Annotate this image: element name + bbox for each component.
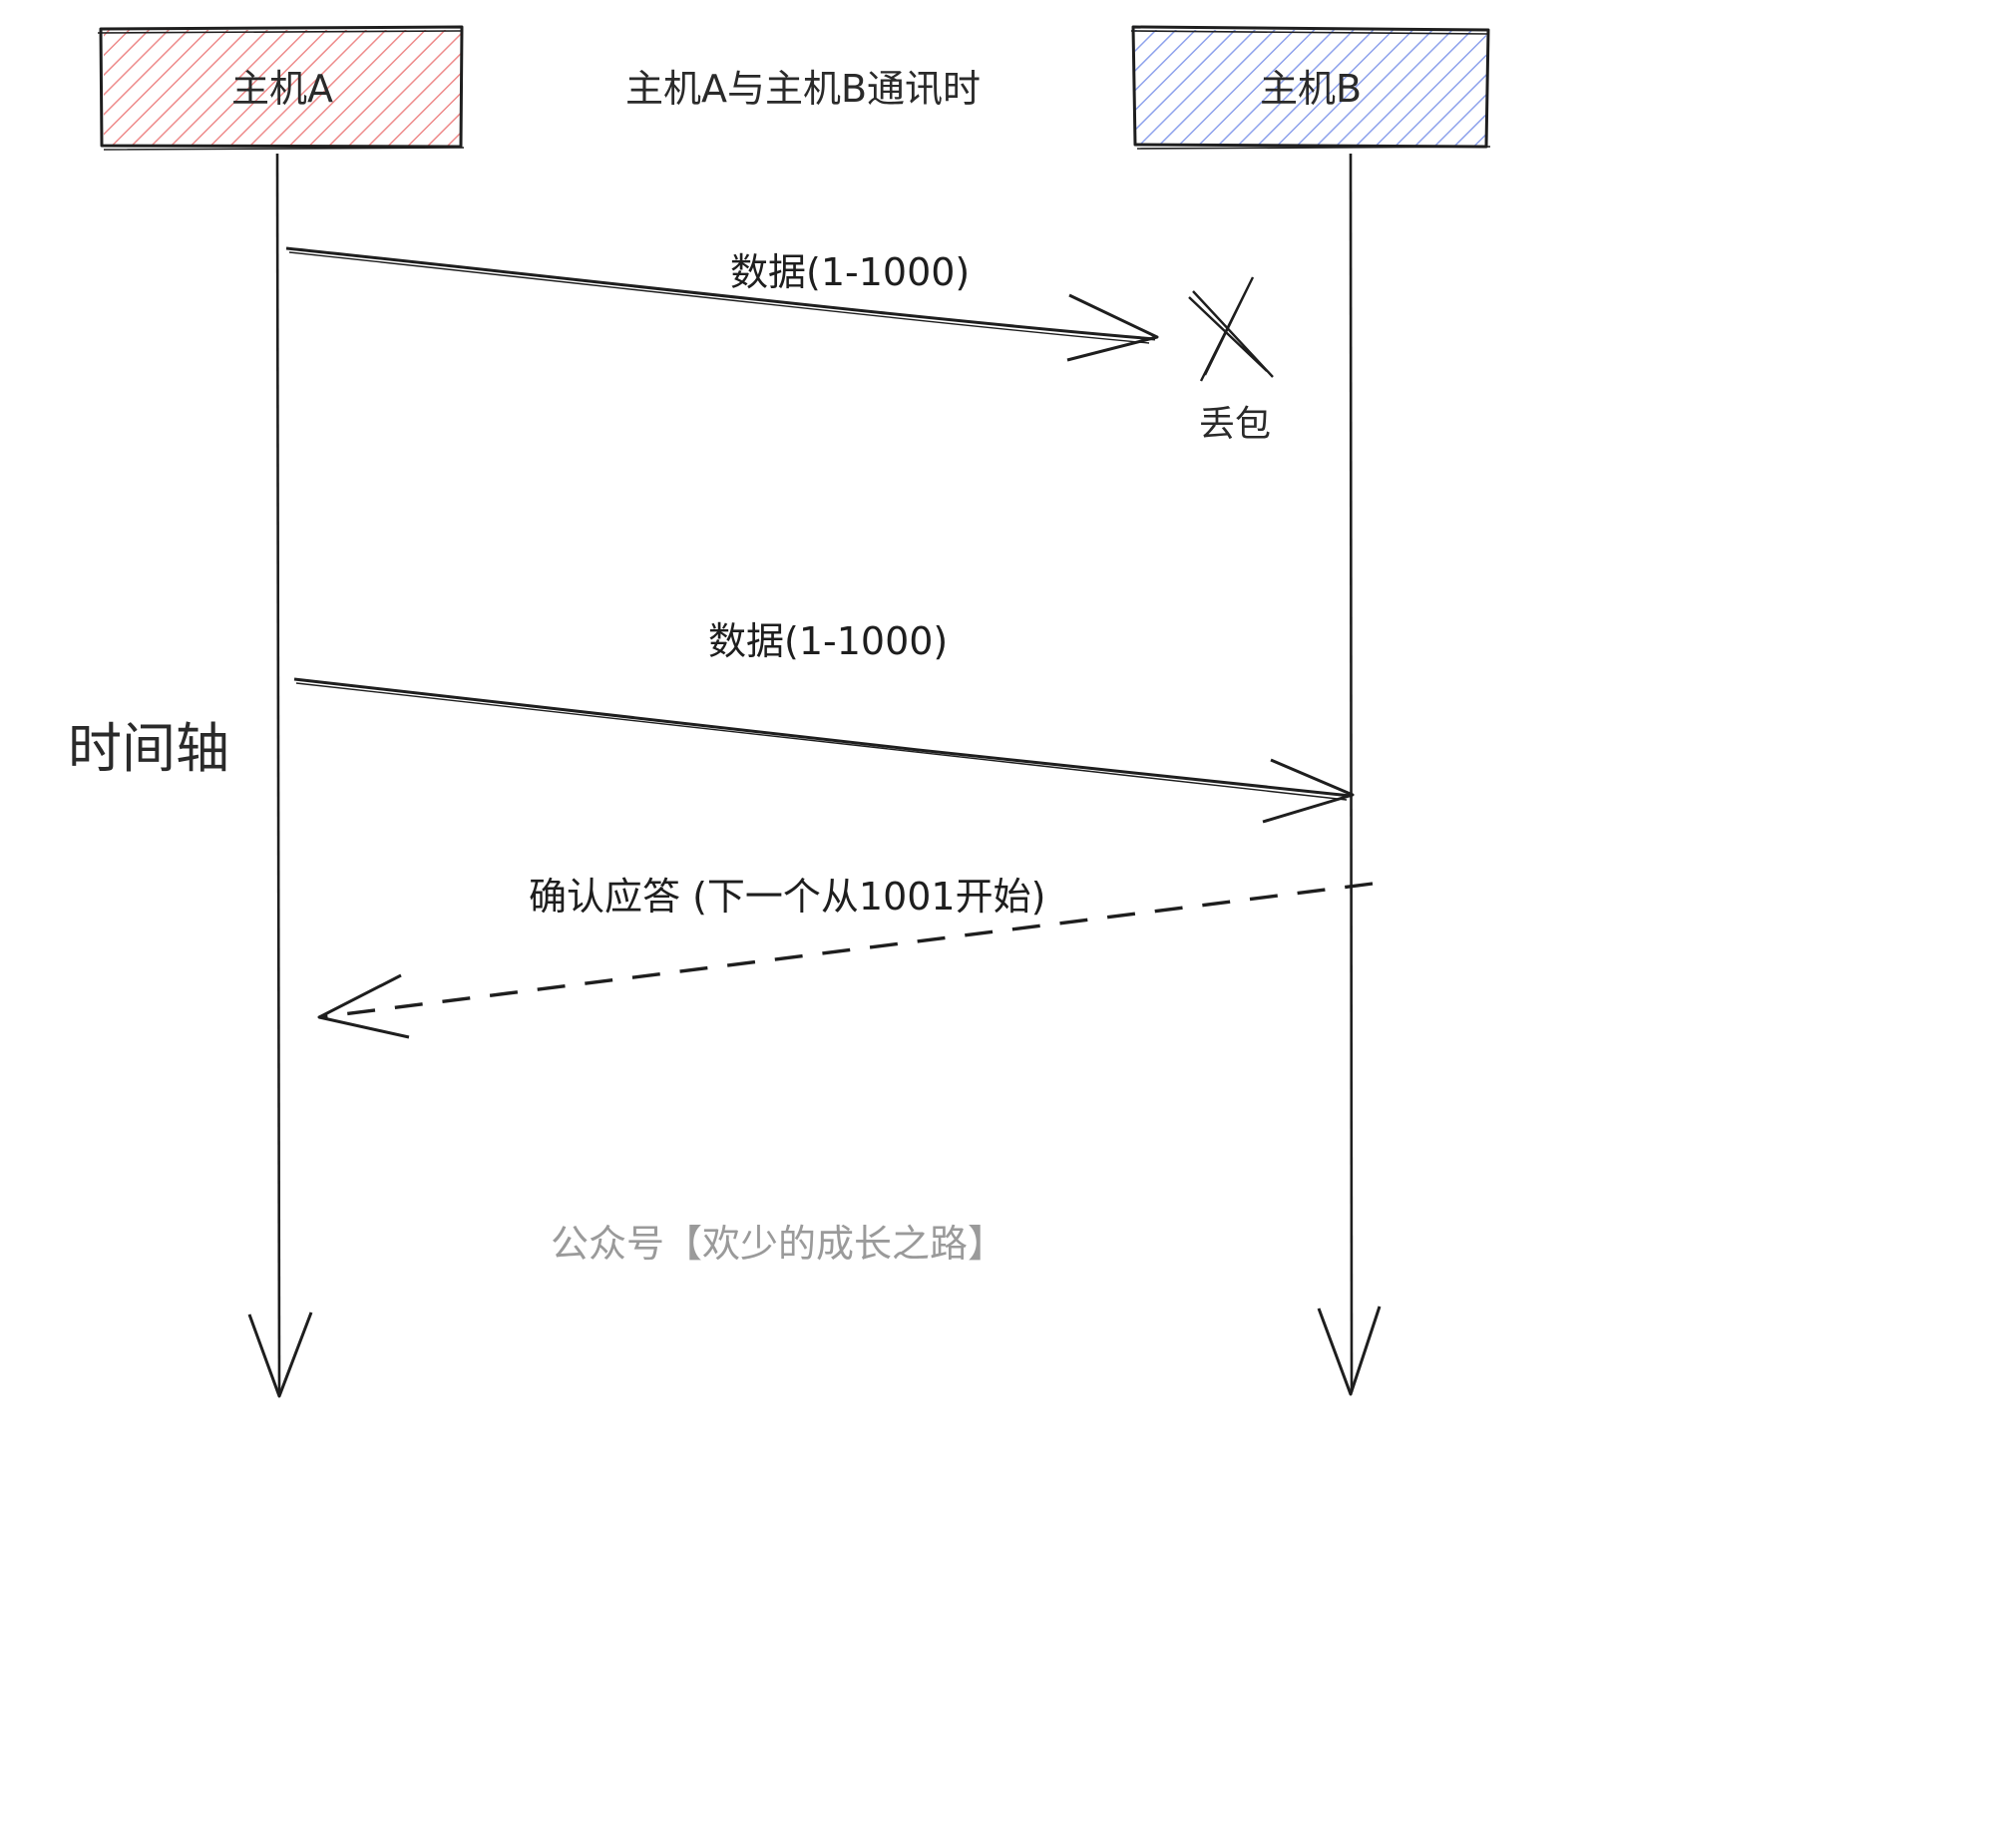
ack-arrow [317,882,1374,1039]
host-b-label: 主机B [1259,67,1363,111]
diagram-title: 主机A与主机B通讯时 [624,67,982,111]
host-a-box [97,25,465,151]
message-2-arrow [293,677,1355,824]
packet-loss-label: 丢包 [1199,404,1272,445]
message-1-arrow [285,246,1159,362]
ack-label: 确认应答 (下一个从1001开始) [525,878,1050,916]
host-b-box [1130,25,1491,150]
watermark-text: 公众号【欢少的成长之路】 [551,1222,1006,1266]
message-1-label: 数据(1-1000) [730,250,971,294]
lifeline-b [1317,153,1382,1396]
message-2-label: 数据(1-1000) [708,619,949,663]
packet-loss-cross-icon [1188,276,1274,382]
sequence-diagram [97,25,1491,1398]
lifeline-a [247,153,313,1398]
host-a-label: 主机A [231,67,333,111]
time-axis-label: 时间轴 [68,717,229,780]
